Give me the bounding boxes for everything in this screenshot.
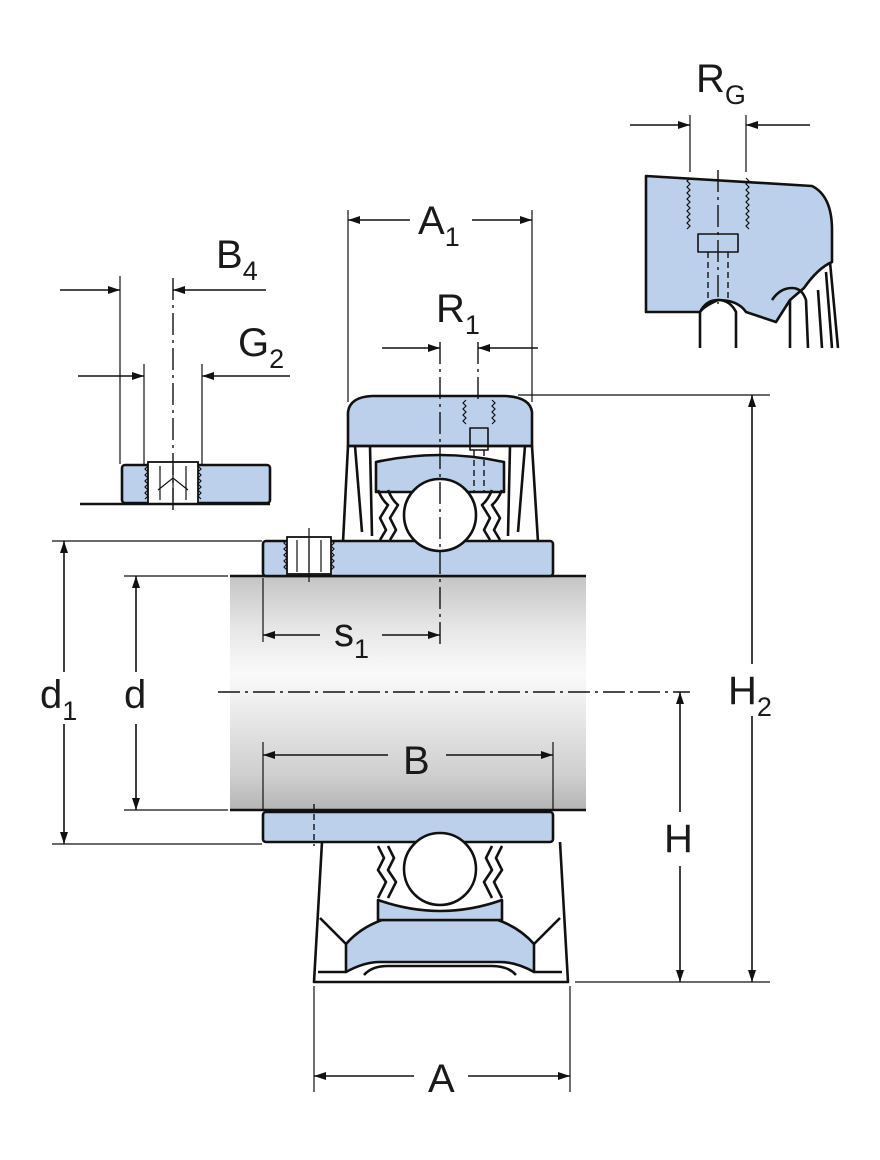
inner-ring-top xyxy=(261,539,555,578)
label-B: B xyxy=(403,739,430,783)
label-d: d xyxy=(124,673,146,717)
detail-set-screw-inset xyxy=(80,461,272,506)
label-A: A xyxy=(428,1057,455,1101)
seals-top xyxy=(376,489,504,541)
grease-fitting xyxy=(462,399,496,492)
label-H2: H2 xyxy=(728,669,772,722)
housing-bottom xyxy=(312,841,570,984)
label-B4: B4 xyxy=(216,233,258,286)
ball-bottom xyxy=(402,831,478,907)
label-G2: G2 xyxy=(238,321,284,374)
center-lines xyxy=(172,278,690,846)
label-d1: d1 xyxy=(40,673,77,726)
label-R1: R1 xyxy=(436,287,480,340)
label-H: H xyxy=(664,817,693,861)
detail-grease-thread-inset xyxy=(644,170,840,349)
shaft xyxy=(230,574,586,812)
label-A1: A1 xyxy=(418,199,460,252)
set-screw xyxy=(283,528,335,582)
ball-top xyxy=(402,477,478,553)
label-RG: RG xyxy=(696,57,746,110)
inner-ring-bottom xyxy=(261,810,555,844)
label-s1: s1 xyxy=(334,611,369,664)
seals-bottom xyxy=(376,845,504,899)
dimension-labels: A1 R1 RG B4 G2 s1 d1 d B H2 H xyxy=(40,57,772,1101)
dimension-arrows xyxy=(60,121,810,1080)
